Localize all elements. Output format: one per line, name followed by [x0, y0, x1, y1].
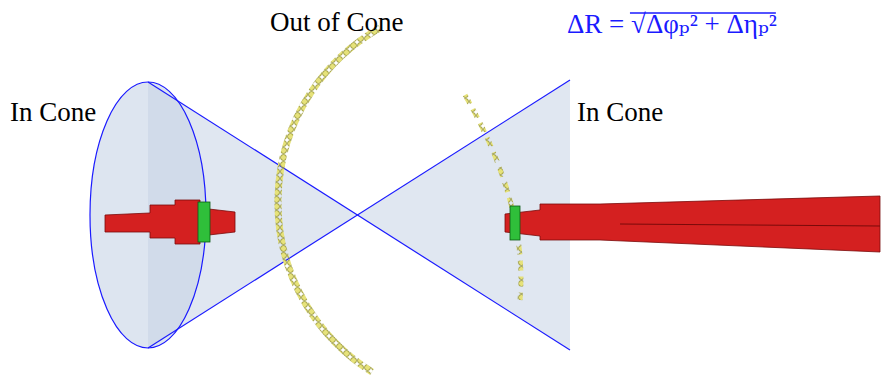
- formula: ΔR = √Δφₚ² + Δηₚ²: [567, 10, 777, 40]
- region-label: In Cone: [10, 98, 96, 128]
- region-label: In Cone: [577, 98, 663, 128]
- jet-shower: [105, 196, 880, 252]
- calorimeter-deposit: [278, 28, 521, 372]
- cone: [90, 80, 570, 350]
- region-label: Out of Cone: [270, 8, 403, 38]
